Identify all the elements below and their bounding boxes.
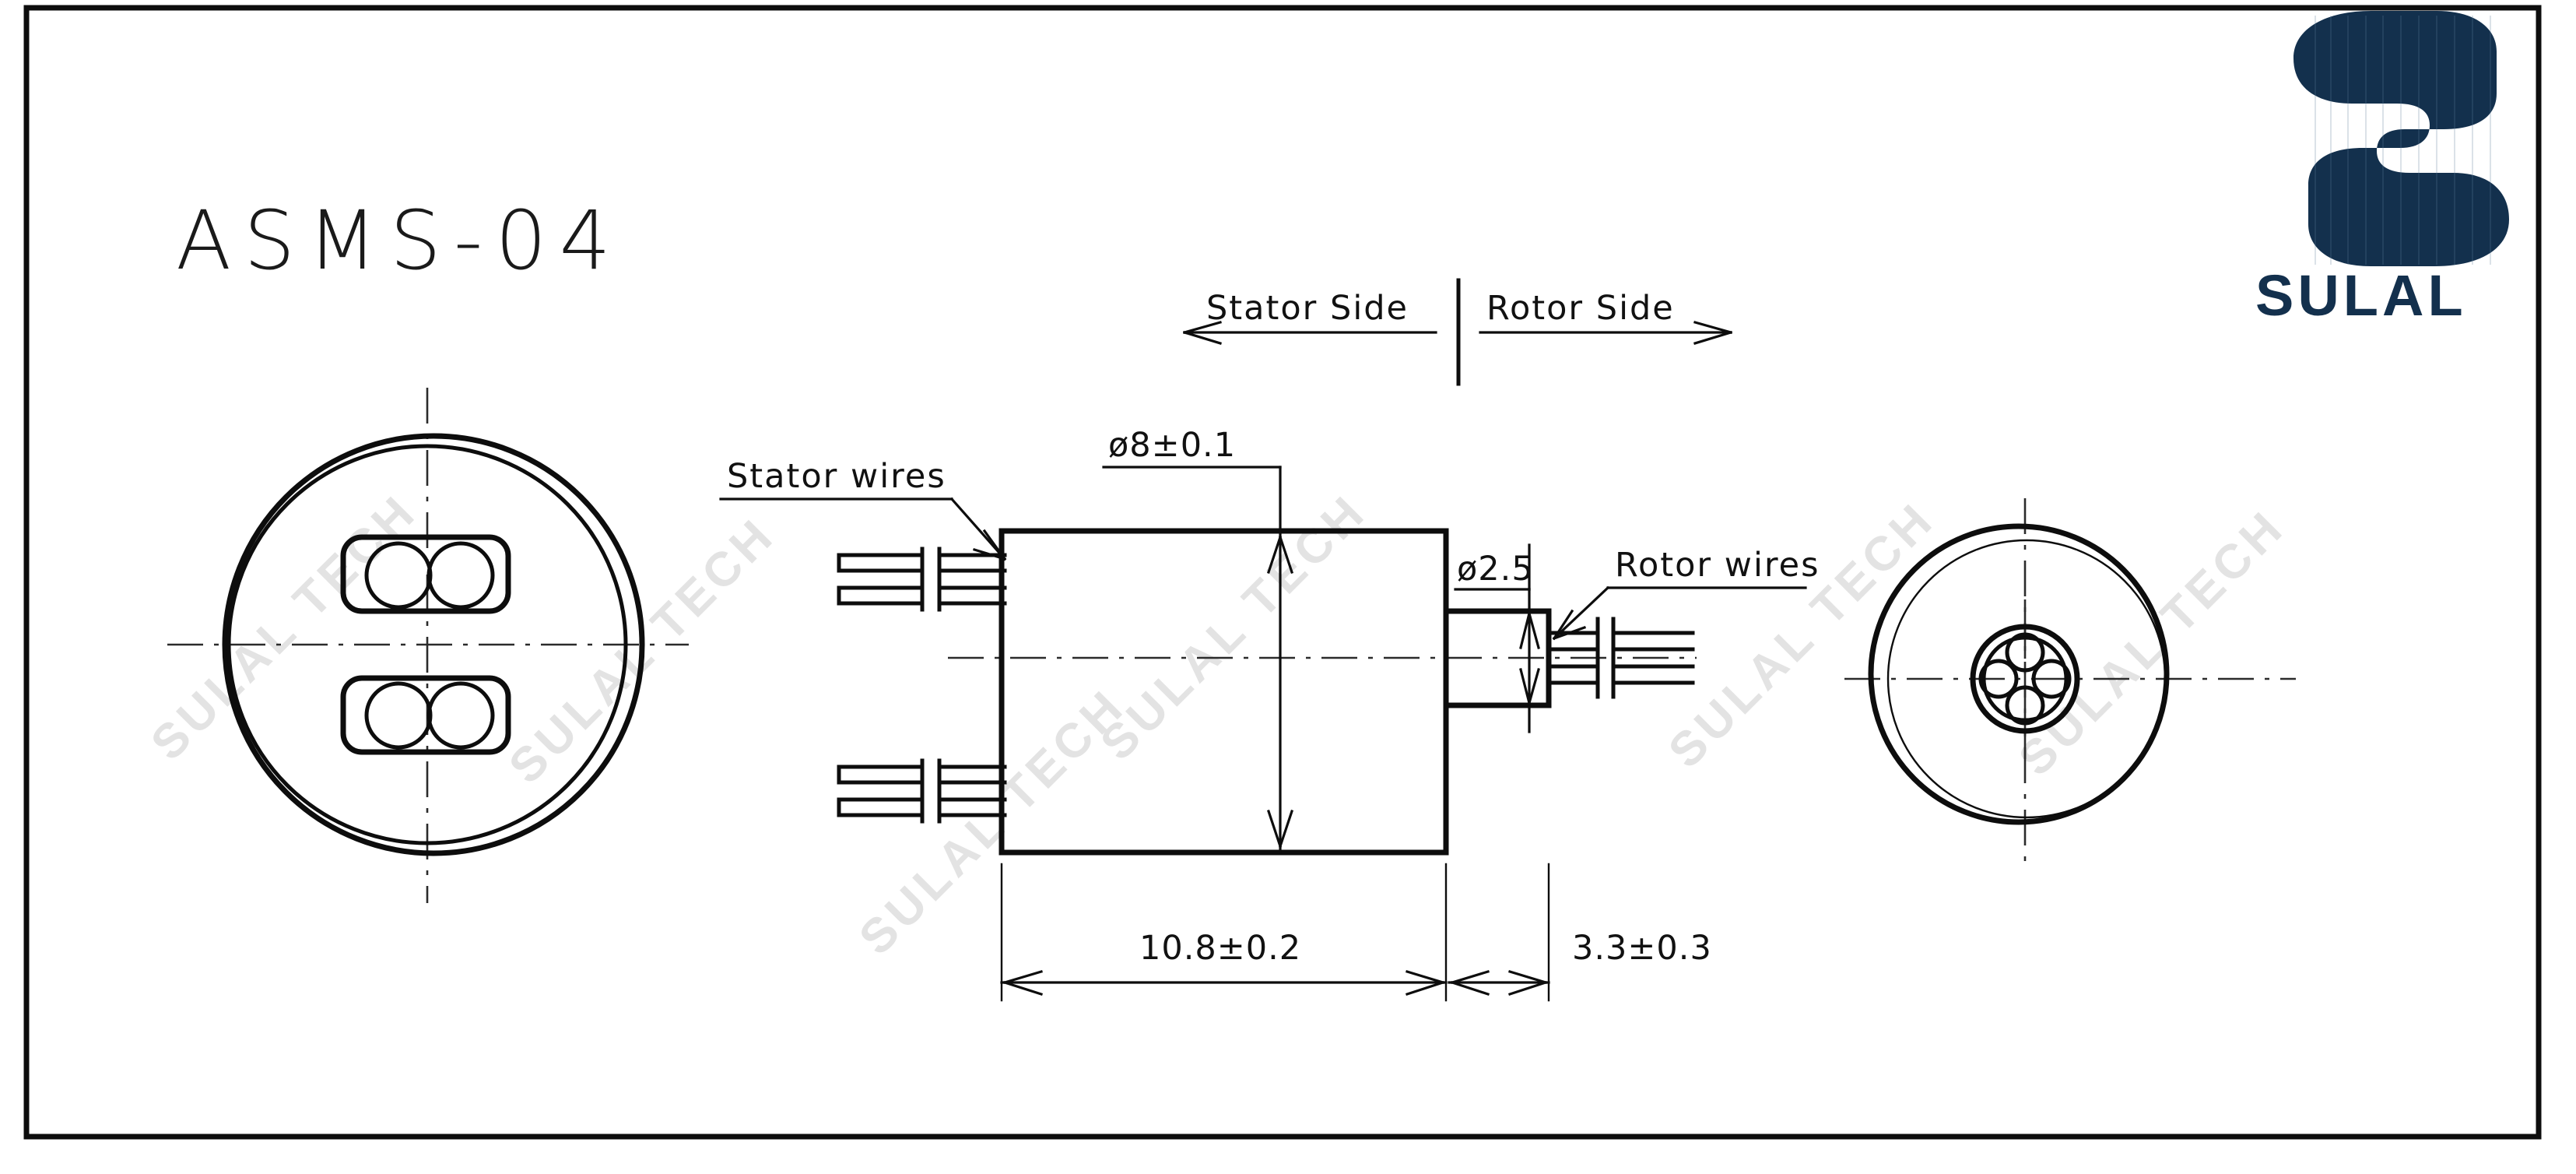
brand-wordmark: SULAL xyxy=(2255,263,2467,328)
stator-side-arrowhead xyxy=(1183,321,1222,345)
leader-arrowhead xyxy=(1552,609,1587,641)
hub-conductor-top xyxy=(2005,632,2045,673)
dim-arrowhead-bottom xyxy=(1266,809,1294,849)
watermark-text: SULAL TECH xyxy=(849,679,1135,965)
dim-arrowhead-top xyxy=(1266,535,1294,575)
side-section-view: ø8±0.1 ø2.5 10.8±0.2 xyxy=(719,426,1820,1002)
label-rotor-side: Rotor Side xyxy=(1486,289,1675,328)
watermark-text: SULAL TECH xyxy=(1658,492,1945,779)
label-stator-wires: Stator wires xyxy=(727,457,946,496)
hub-conductor-bottom xyxy=(2005,685,2045,726)
dim-label-shaft-diameter: ø2.5 xyxy=(1457,550,1534,589)
logo-texture xyxy=(2315,16,2491,265)
rotor-side-arrowhead xyxy=(1693,321,1732,345)
orientation-indicator: Stator Side Rotor Side xyxy=(1183,278,1732,386)
pocket-body xyxy=(340,675,511,755)
brand-logo: SULAL xyxy=(2255,11,2509,328)
body-rectangle xyxy=(998,528,1449,856)
page-title: ASMS-04 xyxy=(176,193,623,288)
stator-wire-pocket-top xyxy=(340,534,511,614)
dimension-shaft-diameter: ø2.5 xyxy=(1454,543,1540,733)
conductor-circle xyxy=(364,541,433,610)
dim-arrowhead-right xyxy=(1405,970,1445,996)
watermark-text: SULAL TECH xyxy=(141,484,427,771)
leader-slant xyxy=(949,497,1007,561)
conductor-circle xyxy=(426,541,495,610)
leader-arrowhead xyxy=(973,529,1007,561)
rotor-wire-bundle xyxy=(1549,617,1695,699)
conductor-circle xyxy=(426,681,495,750)
stator-wire-bundle-lower xyxy=(837,758,1007,824)
rotor-outer-circle xyxy=(1868,523,2170,825)
label-rotor-wires: Rotor wires xyxy=(1615,546,1820,585)
leader-slant xyxy=(1552,585,1610,641)
rotor-end-view xyxy=(1844,498,2296,864)
conductor-circle xyxy=(364,681,433,750)
callout-rotor-wires: Rotor wires xyxy=(1552,546,1820,641)
dim-arrowhead-right xyxy=(1507,970,1548,996)
watermark-layer: SULAL TECH SULAL TECH SULAL TECH SULAL T… xyxy=(141,484,2295,965)
dimension-body-diameter: ø8±0.1 xyxy=(1102,426,1294,854)
dim-arrowhead-left xyxy=(1450,970,1490,996)
rotor-inner-circle xyxy=(1886,539,2167,819)
hub-inner-circle xyxy=(1981,635,2069,722)
stator-wire-pocket-bottom xyxy=(340,675,511,755)
sulal-s-logo-icon xyxy=(2293,11,2509,266)
callout-stator-wires: Stator wires xyxy=(719,457,1007,561)
dim-label-body-length: 10.8±0.2 xyxy=(1139,929,1301,968)
hub-outer-circle xyxy=(1970,624,2080,734)
rotor-hub xyxy=(1970,624,2080,734)
stator-end-view xyxy=(167,388,689,903)
dim-label-shaft-length: 3.3±0.3 xyxy=(1572,929,1712,968)
stator-inner-circle xyxy=(226,444,628,845)
dim-label-body-diameter: ø8±0.1 xyxy=(1108,426,1236,465)
dimension-lengths: 10.8±0.2 3.3±0.3 xyxy=(1000,863,1712,1002)
dim-arrowhead-top xyxy=(1519,612,1540,649)
rotor-shaft xyxy=(1443,608,1552,708)
stator-outer-circle xyxy=(222,433,645,856)
label-stator-side: Stator Side xyxy=(1206,289,1409,328)
stator-wire-bundle-upper xyxy=(837,547,1007,612)
hub-conductor-right xyxy=(2031,659,2072,699)
pocket-body xyxy=(340,534,511,614)
hub-conductor-left xyxy=(1978,659,2019,699)
dim-arrowhead-left xyxy=(1002,970,1044,996)
dim-arrowhead-bottom xyxy=(1519,668,1540,705)
watermark-text: SULAL TECH xyxy=(1090,484,1377,771)
sheet-border xyxy=(23,5,2542,1140)
